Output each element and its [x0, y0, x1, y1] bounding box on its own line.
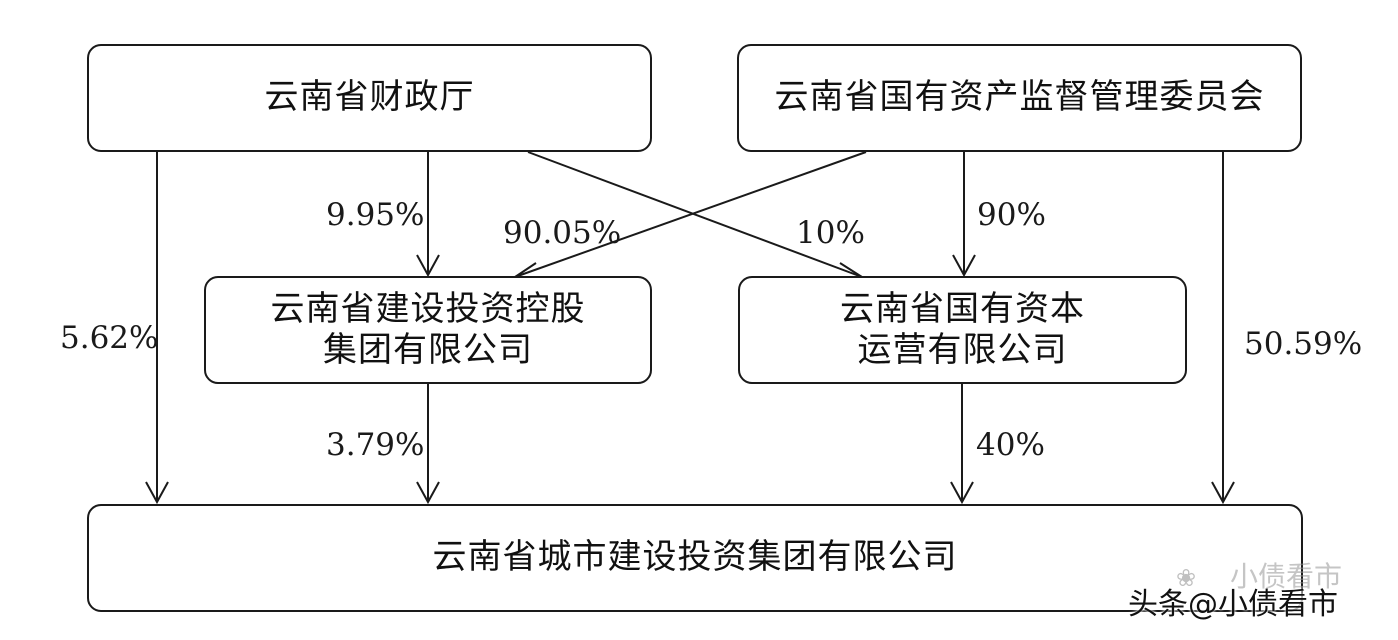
edge-construction-to-urban	[416, 384, 440, 505]
node-state-capital-line1: 云南省国有资本	[840, 288, 1085, 329]
node-urban-construction-label: 云南省城市建设投资集团有限公司	[432, 537, 958, 578]
node-construction-holding: 云南省建设投资控股 集团有限公司	[204, 276, 652, 384]
node-construction-holding-line1: 云南省建设投资控股	[270, 288, 586, 329]
watermark-ghost-text: 小债看市	[1230, 560, 1343, 593]
edge-sasac-to-urban	[1211, 152, 1235, 505]
label-finance-to-state-capital: 10%	[796, 215, 865, 251]
node-finance-department: 云南省财政厅	[87, 44, 652, 152]
node-sasac: 云南省国有资产监督管理委员会	[737, 44, 1302, 152]
watermark-main-text: 头条@小债看市	[1128, 587, 1338, 622]
label-finance-to-urban: 5.62%	[60, 320, 159, 356]
label-state-capital-to-urban: 40%	[976, 427, 1045, 463]
node-urban-construction: 云南省城市建设投资集团有限公司	[87, 504, 1303, 612]
label-construction-to-urban: 3.79%	[326, 427, 425, 463]
label-sasac-to-construction: 90.05%	[503, 215, 622, 251]
label-sasac-to-state-capital: 90%	[977, 197, 1046, 233]
node-construction-holding-line2: 集团有限公司	[323, 330, 533, 370]
wechat-bubble-icon: ❀	[1176, 564, 1197, 592]
edge-state-capital-to-urban	[950, 384, 974, 505]
node-finance-department-label: 云南省财政厅	[264, 77, 475, 118]
edge-sasac-to-state-capital	[952, 152, 976, 278]
node-state-capital: 云南省国有资本 运营有限公司	[738, 276, 1187, 384]
node-sasac-label: 云南省国有资产监督管理委员会	[774, 77, 1265, 118]
edge-finance-to-urban	[145, 152, 169, 505]
label-sasac-to-urban: 50.59%	[1244, 326, 1363, 362]
label-finance-to-construction: 9.95%	[326, 197, 425, 233]
node-state-capital-line2: 运营有限公司	[857, 330, 1068, 370]
edge-finance-to-construction	[416, 152, 440, 278]
